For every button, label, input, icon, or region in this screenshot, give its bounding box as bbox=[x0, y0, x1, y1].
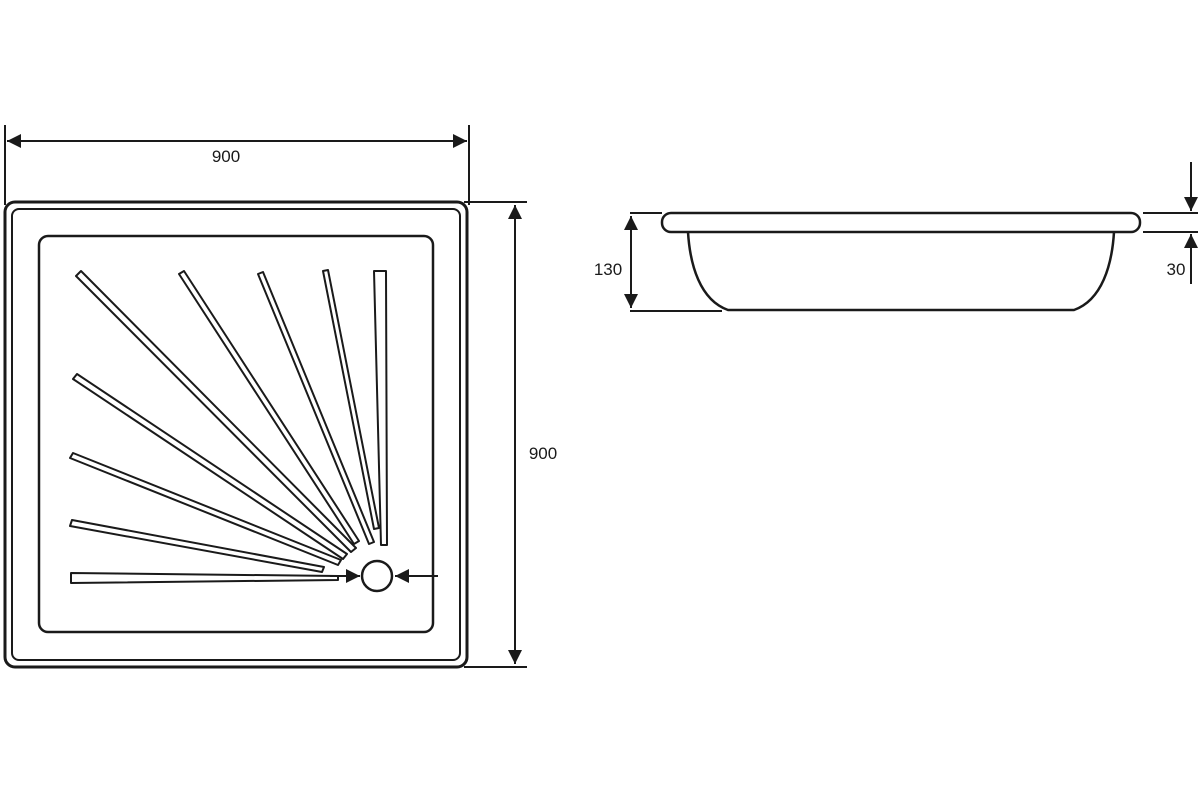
tray-outer-rim bbox=[3, 200, 469, 669]
tray-body-profile bbox=[686, 231, 1116, 312]
tray-rim-profile bbox=[660, 211, 1142, 234]
channel-group bbox=[69, 269, 388, 584]
channel bbox=[69, 519, 325, 573]
channel bbox=[75, 270, 357, 553]
channel bbox=[178, 270, 360, 545]
channel bbox=[257, 271, 375, 545]
top-view: 900 900 bbox=[3, 125, 557, 669]
channel bbox=[373, 270, 388, 546]
rim-thickness-dimension: 30 bbox=[1143, 162, 1198, 284]
tray-rim-inner-edge bbox=[11, 208, 461, 661]
width-label: 900 bbox=[212, 147, 240, 166]
channel bbox=[322, 269, 380, 530]
side-height-label: 130 bbox=[594, 260, 622, 279]
width-dimension: 900 bbox=[4, 125, 470, 205]
drain-outlet bbox=[360, 559, 394, 593]
channel bbox=[72, 373, 348, 560]
side-view: 130 30 bbox=[594, 162, 1198, 312]
rim-thickness-label: 30 bbox=[1167, 260, 1186, 279]
tray-basin bbox=[37, 234, 435, 634]
side-height-dimension: 130 bbox=[594, 212, 722, 312]
height-label: 900 bbox=[529, 444, 557, 463]
height-dimension: 900 bbox=[464, 201, 557, 668]
channel bbox=[70, 572, 339, 584]
channel bbox=[69, 452, 342, 566]
